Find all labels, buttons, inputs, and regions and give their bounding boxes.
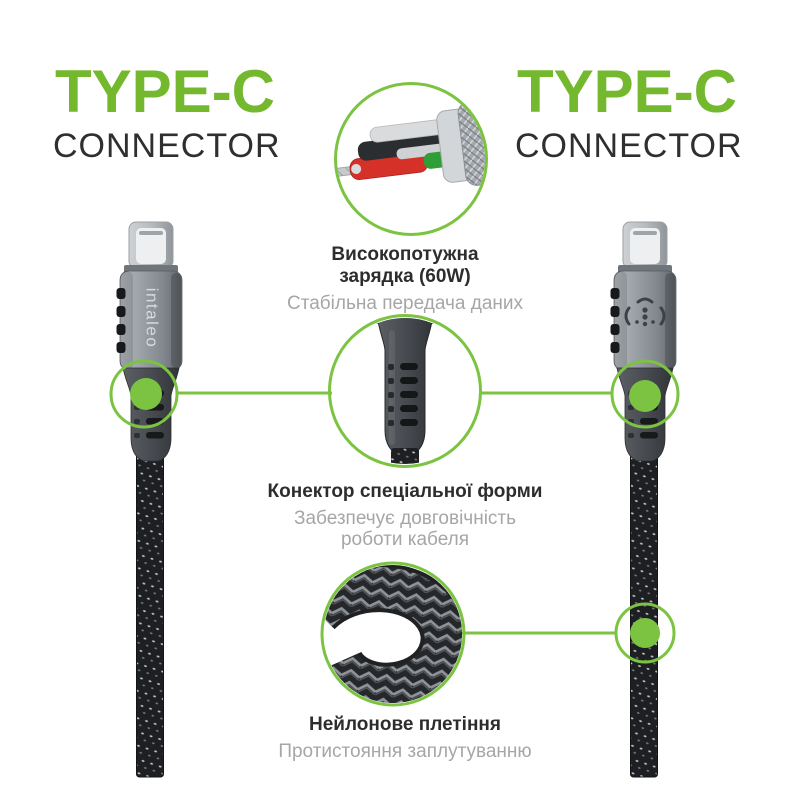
- left-braided-cable: [136, 449, 164, 778]
- highlight-dot-left: [130, 378, 162, 410]
- strain-relief-detail: [372, 318, 438, 464]
- right-grip-band: [614, 271, 627, 370]
- feature-connector-subtitle-line2: роботи кабеля: [340, 529, 470, 550]
- callout-layer: [109, 82, 680, 707]
- detail-circle-cutaway: [334, 82, 488, 236]
- right-grip-ribs: [610, 288, 620, 353]
- feature-connector: Конектор спеціальної форми Забезпечує до…: [245, 481, 565, 550]
- boot-ticks: [388, 364, 394, 426]
- boot-highlight: [389, 330, 395, 445]
- right-braided-cable: [630, 449, 658, 778]
- boot-cable-stub: [391, 448, 419, 464]
- feature-braid: Нейлонове плетіння Протистояння заплутув…: [245, 714, 565, 762]
- left-cable-assembly: intaleo: [116, 221, 183, 778]
- right-plug-slot: [633, 231, 657, 235]
- feature-charging-title-line1: Високопотужна: [331, 244, 479, 265]
- right-plug-inner: [630, 228, 660, 264]
- highlight-dot-right-lower: [630, 618, 660, 648]
- header-right-subtitle: CONNECTOR: [515, 127, 743, 165]
- highlight-dots: [130, 378, 661, 648]
- right-body-shade: [665, 273, 675, 368]
- highlight-dot-right-upper: [629, 380, 661, 412]
- header-left-title: TYPE-C: [54, 58, 276, 125]
- left-plug-slot: [139, 231, 163, 235]
- feature-connector-title: Конектор спеціальної форми: [267, 481, 543, 502]
- right-cable-assembly: [610, 221, 677, 778]
- left-grip-band: [120, 271, 133, 370]
- brand-logo-icon: [624, 297, 666, 327]
- outer-jacket-ring: [489, 93, 518, 187]
- black-wire: [357, 132, 448, 161]
- braid-bend-texture: [324, 567, 462, 703]
- cable-cutaway-detail: [337, 93, 518, 187]
- left-plug-inner: [136, 228, 166, 264]
- feature-connector-subtitle-line1: Забезпечує довговічність: [293, 508, 517, 529]
- feature-charging-subtitle: Стабільна передача даних: [286, 293, 523, 314]
- feature-braid-title: Нейлонове плетіння: [309, 714, 501, 735]
- detail-circle-strain-relief: [328, 314, 482, 468]
- header-left-subtitle: CONNECTOR: [53, 127, 281, 165]
- feature-charging: Високопотужна зарядка (60W) Стабільна пе…: [245, 244, 565, 314]
- nylon-braid-detail: [324, 565, 462, 703]
- feature-charging-title-line2: зарядка (60W): [339, 266, 471, 287]
- feature-braid-subtitle: Протистояння заплутуванню: [278, 741, 532, 762]
- header-right-title: TYPE-C: [516, 58, 738, 125]
- red-wire-conductor: [351, 163, 362, 174]
- strain-relief-boot: [376, 318, 434, 456]
- left-grip-ribs: [116, 288, 126, 353]
- header-right: TYPE-C CONNECTOR: [515, 58, 743, 165]
- header-left: TYPE-C CONNECTOR: [53, 58, 281, 165]
- brand-label: intaleo: [143, 288, 162, 349]
- left-body-shade: [171, 273, 181, 368]
- boot-slots: [400, 363, 418, 426]
